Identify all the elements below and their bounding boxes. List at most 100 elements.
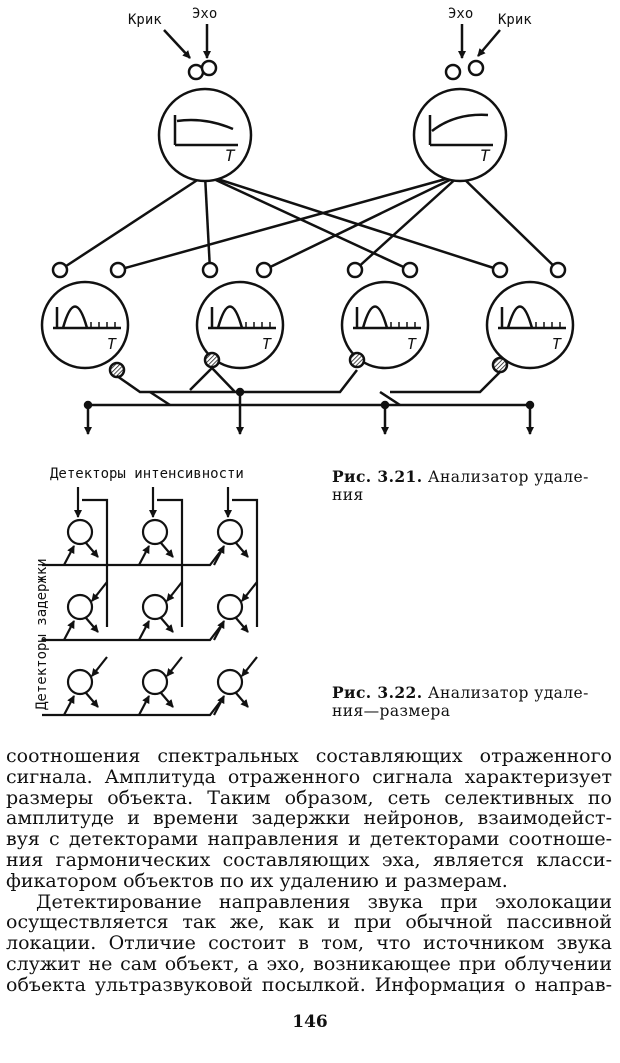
- connection-line: [263, 173, 461, 272]
- vertical-line: [157, 498, 184, 627]
- label-echo-right: Эхо: [448, 6, 473, 22]
- neuron-circle: [141, 668, 169, 696]
- delay-input-arrow: [213, 620, 225, 641]
- synapse-circle: [346, 261, 364, 279]
- caption-text-cont: ния: [332, 486, 364, 504]
- axis-label-t: T: [552, 335, 562, 353]
- axis-label-t: T: [225, 146, 236, 165]
- inhibitory-synapse: [108, 361, 126, 379]
- synapse-circle: [491, 261, 509, 279]
- neuron-circle: [66, 518, 94, 546]
- inhibitory-synapse: [491, 356, 509, 374]
- axis-label-t: T: [262, 335, 272, 353]
- intensity-input-arrow: [166, 581, 183, 602]
- connection-line: [59, 173, 206, 272]
- neuron-circle: [141, 593, 169, 621]
- output-arrow: [160, 617, 174, 633]
- text-line: вуя с детекторами направления и детектор…: [6, 829, 612, 850]
- intensity-input-arrow: [241, 656, 258, 677]
- synapse-circle: [201, 261, 219, 279]
- caption-text: Анализатор удале-: [427, 468, 589, 486]
- synapse-circle: [109, 261, 127, 279]
- delay-input-arrow: [63, 620, 75, 641]
- caption-fig-3-21: Рис. 3.21. Анализатор удале- ния: [332, 467, 612, 505]
- connection-line: [117, 173, 461, 272]
- text-line: ния гармонических составляющих эха, явля…: [6, 849, 612, 871]
- neuron-circle: [412, 87, 508, 183]
- synapse-circle: [255, 261, 273, 279]
- connection-line: [203, 174, 212, 271]
- vertical-line: [82, 498, 109, 627]
- text-line: сигнала. Амплитуда отраженного сигнала х…: [6, 766, 612, 788]
- text-line: амплитуде и времени задержки нейронов, в…: [6, 808, 612, 830]
- delay-input-arrow: [63, 545, 75, 566]
- horizontal-line: [42, 626, 221, 642]
- connection-line: [459, 174, 559, 271]
- synapse-circle: [467, 59, 485, 77]
- synapse-circle: [51, 261, 69, 279]
- horizontal-line: [42, 551, 221, 567]
- output-arrow: [235, 692, 249, 708]
- neuron-circle: [66, 668, 94, 696]
- axis-label-t: T: [480, 146, 491, 165]
- caption-text: Анализатор удале-: [427, 684, 589, 702]
- caption-fig-3-22: Рис. 3.22. Анализатор удале- ния—размера: [332, 683, 612, 721]
- response-curve: [361, 305, 389, 329]
- caption-number: Рис. 3.22.: [332, 683, 423, 702]
- synapse-circle: [200, 59, 218, 77]
- figures: Крик Эхо Эхо Крик T T T T T T Детекторы интен…: [34, 6, 575, 717]
- synapse-circle: [401, 261, 419, 279]
- intensity-input-arrow: [91, 581, 108, 602]
- neuron-circle: [141, 518, 169, 546]
- output-arrow: [85, 692, 99, 708]
- text-line: служит не сам объект, а эхо, возникающее…: [6, 953, 612, 975]
- connection-line: [204, 173, 501, 272]
- intensity-input-arrow: [91, 656, 108, 677]
- output-arrow: [160, 692, 174, 708]
- text-line: Детектирование направления звука при эхо…: [36, 891, 612, 913]
- page-number: 146: [292, 1012, 328, 1032]
- text-line: объекта ультразвуковой посылкой. Информа…: [6, 974, 612, 996]
- horizontal-line: [42, 701, 221, 717]
- intensity-input-arrow: [166, 656, 183, 677]
- delay-input-arrow: [213, 545, 225, 566]
- axis-label-t: T: [407, 335, 417, 353]
- delay-input-arrow: [138, 620, 150, 641]
- synapse-circle: [444, 63, 462, 81]
- delay-input-arrow: [138, 695, 150, 716]
- response-curve: [431, 113, 489, 132]
- output-arrow: [85, 542, 99, 558]
- vertical-line: [232, 498, 259, 627]
- axis-lines: [428, 115, 493, 147]
- intensity-input-arrow: [241, 581, 258, 602]
- caption-number: Рис. 3.21.: [332, 467, 423, 486]
- response-curve: [506, 305, 534, 329]
- output-arrow: [85, 617, 99, 633]
- label-delay-detectors: Детекторы задержки: [34, 558, 50, 710]
- label-intensity-detectors: Детекторы интенсивности: [50, 466, 244, 482]
- response-curve: [216, 305, 244, 329]
- text-line: осуществляется так же, как и при обычной…: [6, 912, 612, 934]
- text-line: локации. Отличие состоит в том, что исто…: [6, 933, 612, 954]
- text-line: размеры объекта. Таким образом, сеть сел…: [6, 787, 612, 809]
- output-arrow: [235, 617, 249, 633]
- axis-lines: [173, 115, 238, 147]
- neuron-circle: [216, 668, 244, 696]
- text-line: соотношения спектральных составляющих от…: [6, 746, 612, 767]
- delay-input-arrow: [63, 695, 75, 716]
- text-line: фикатором объектов по их удалению и разм…: [6, 870, 508, 892]
- axis-label-t: T: [107, 335, 117, 353]
- delay-input-arrow: [138, 545, 150, 566]
- neuron-circle: [66, 593, 94, 621]
- connection-line: [204, 173, 411, 272]
- label-echo-left: Эхо: [192, 6, 217, 22]
- inhibitory-synapse: [348, 351, 366, 369]
- label-cry-right: Крик: [498, 12, 532, 28]
- response-curve: [176, 118, 234, 131]
- label-cry-left: Крик: [128, 12, 162, 28]
- synapse-circle: [549, 261, 567, 279]
- neuron-circle: [216, 518, 244, 546]
- response-curve: [61, 305, 89, 329]
- neuron-circle: [157, 87, 253, 183]
